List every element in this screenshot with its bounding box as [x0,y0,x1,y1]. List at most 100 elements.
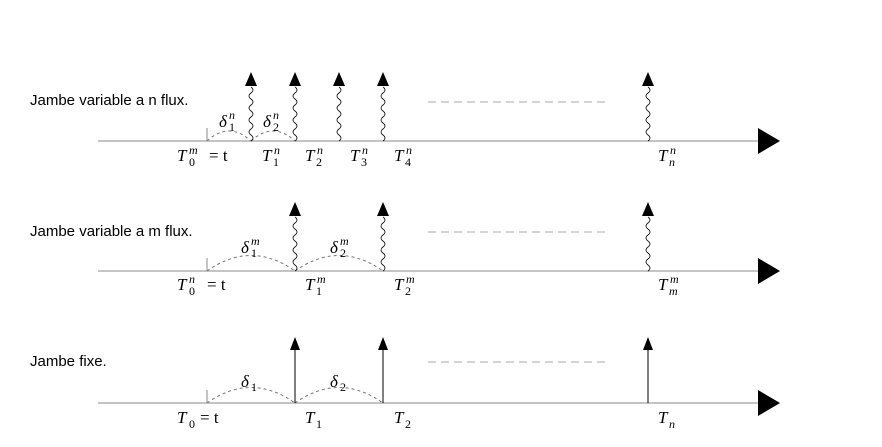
start-time-label: T 0 m = t [177,143,228,169]
svg-text:2: 2 [316,155,322,169]
start-time-label: T 0 = t [177,408,219,431]
svg-text:δ: δ [330,238,339,257]
svg-text:T: T [350,146,361,165]
svg-text:m: m [670,272,679,286]
svg-text:n: n [189,272,195,286]
cash-flow-arrow [289,202,301,272]
svg-text:n: n [274,143,280,157]
cash-flow-arrow [289,72,301,142]
time-label: T 2 m [394,272,415,298]
svg-text:δ: δ [241,238,250,257]
delta-label-2: δ 2 m [330,234,349,260]
svg-text:m: m [317,272,326,286]
svg-text:0: 0 [189,155,195,169]
cash-flow-arrow [377,72,389,142]
axis-arrowhead [758,258,780,284]
svg-text:n: n [670,143,676,157]
delta-label-1: δ 1 [241,372,257,394]
svg-text:0: 0 [189,417,195,431]
svg-text:T: T [394,146,405,165]
svg-text:2: 2 [405,284,411,298]
interval-arc [206,130,252,142]
svg-text:1: 1 [251,380,257,394]
cash-flow-arrow [333,72,345,142]
svg-text:T: T [658,275,669,294]
svg-text:T: T [394,408,405,427]
time-label: T 2 [394,408,411,431]
svg-text:2: 2 [405,417,411,431]
interval-arc [250,130,296,142]
svg-text:T: T [177,275,188,294]
cash-flow-arrow [378,337,388,403]
axis-arrowhead [758,128,780,154]
svg-text:4: 4 [405,155,411,169]
svg-text:n: n [669,155,675,169]
start-time-label: T 0 n = t [177,272,226,298]
svg-text:m: m [406,272,415,286]
svg-text:T: T [305,275,316,294]
time-label: T 4 n [394,143,412,169]
svg-text:δ: δ [330,372,339,391]
delta-label-1: δ 1 m [241,234,260,260]
svg-text:3: 3 [361,155,367,169]
svg-text:δ: δ [219,112,228,131]
svg-text:1: 1 [273,155,279,169]
svg-text:1: 1 [316,284,322,298]
svg-text:T: T [177,146,188,165]
svg-text:n: n [317,143,323,157]
svg-text:T: T [305,146,316,165]
row-label: Jambe variable a m flux. [30,223,193,240]
cash-flow-arrow [245,72,257,142]
svg-text:= t: = t [207,275,226,294]
cash-flow-arrow [377,202,389,272]
svg-text:m: m [251,234,260,248]
time-label: T n [658,408,675,431]
interval-arc [294,387,384,404]
time-label: T n n [658,143,676,169]
svg-text:m: m [340,234,349,248]
svg-text:1: 1 [229,120,235,134]
svg-text:1: 1 [251,246,257,260]
axis-arrowhead [758,390,780,416]
svg-text:1: 1 [316,417,322,431]
svg-text:m: m [189,143,198,157]
svg-text:2: 2 [340,246,346,260]
svg-text:T: T [177,408,188,427]
row-label: Jambe fixe. [30,353,107,370]
time-label: T 2 n [305,143,323,169]
delta-label-2: δ 2 [330,372,346,394]
svg-text:δ: δ [241,372,250,391]
time-label: T 3 n [350,143,368,169]
time-label: T 1 m [305,272,326,298]
row-fixed-leg: Jambe fixe. δ 1 δ 2 T 0 = [30,337,780,431]
svg-text:2: 2 [273,120,279,134]
delta-label-2: δ 2 n [263,108,279,134]
svg-text:T: T [394,275,405,294]
cash-flow-arrow [642,202,654,272]
svg-text:n: n [669,417,675,431]
svg-text:n: n [273,108,279,122]
cash-flow-arrow [290,337,300,403]
time-label: T 1 [305,408,322,431]
time-label: T 1 n [262,143,280,169]
svg-text:δ: δ [263,112,272,131]
svg-text:n: n [229,108,235,122]
row-label: Jambe variable a n flux. [30,92,188,109]
svg-text:T: T [658,146,669,165]
delta-label-1: δ 1 n [219,108,235,134]
svg-text:n: n [406,143,412,157]
svg-text:m: m [669,284,678,298]
interval-arc [294,255,384,272]
svg-text:T: T [305,408,316,427]
row-variable-n-flux: Jambe variable a n flux. δ 1 n δ 2 n [30,72,780,169]
svg-text:0: 0 [189,284,195,298]
time-label: T m m [658,272,679,298]
svg-text:n: n [362,143,368,157]
svg-text:T: T [658,408,669,427]
row-variable-m-flux: Jambe variable a m flux. δ 1 m δ 2 m [30,202,780,298]
cash-flow-arrow [643,337,653,403]
svg-text:= t: = t [200,408,219,427]
svg-text:2: 2 [340,380,346,394]
svg-text:T: T [262,146,273,165]
